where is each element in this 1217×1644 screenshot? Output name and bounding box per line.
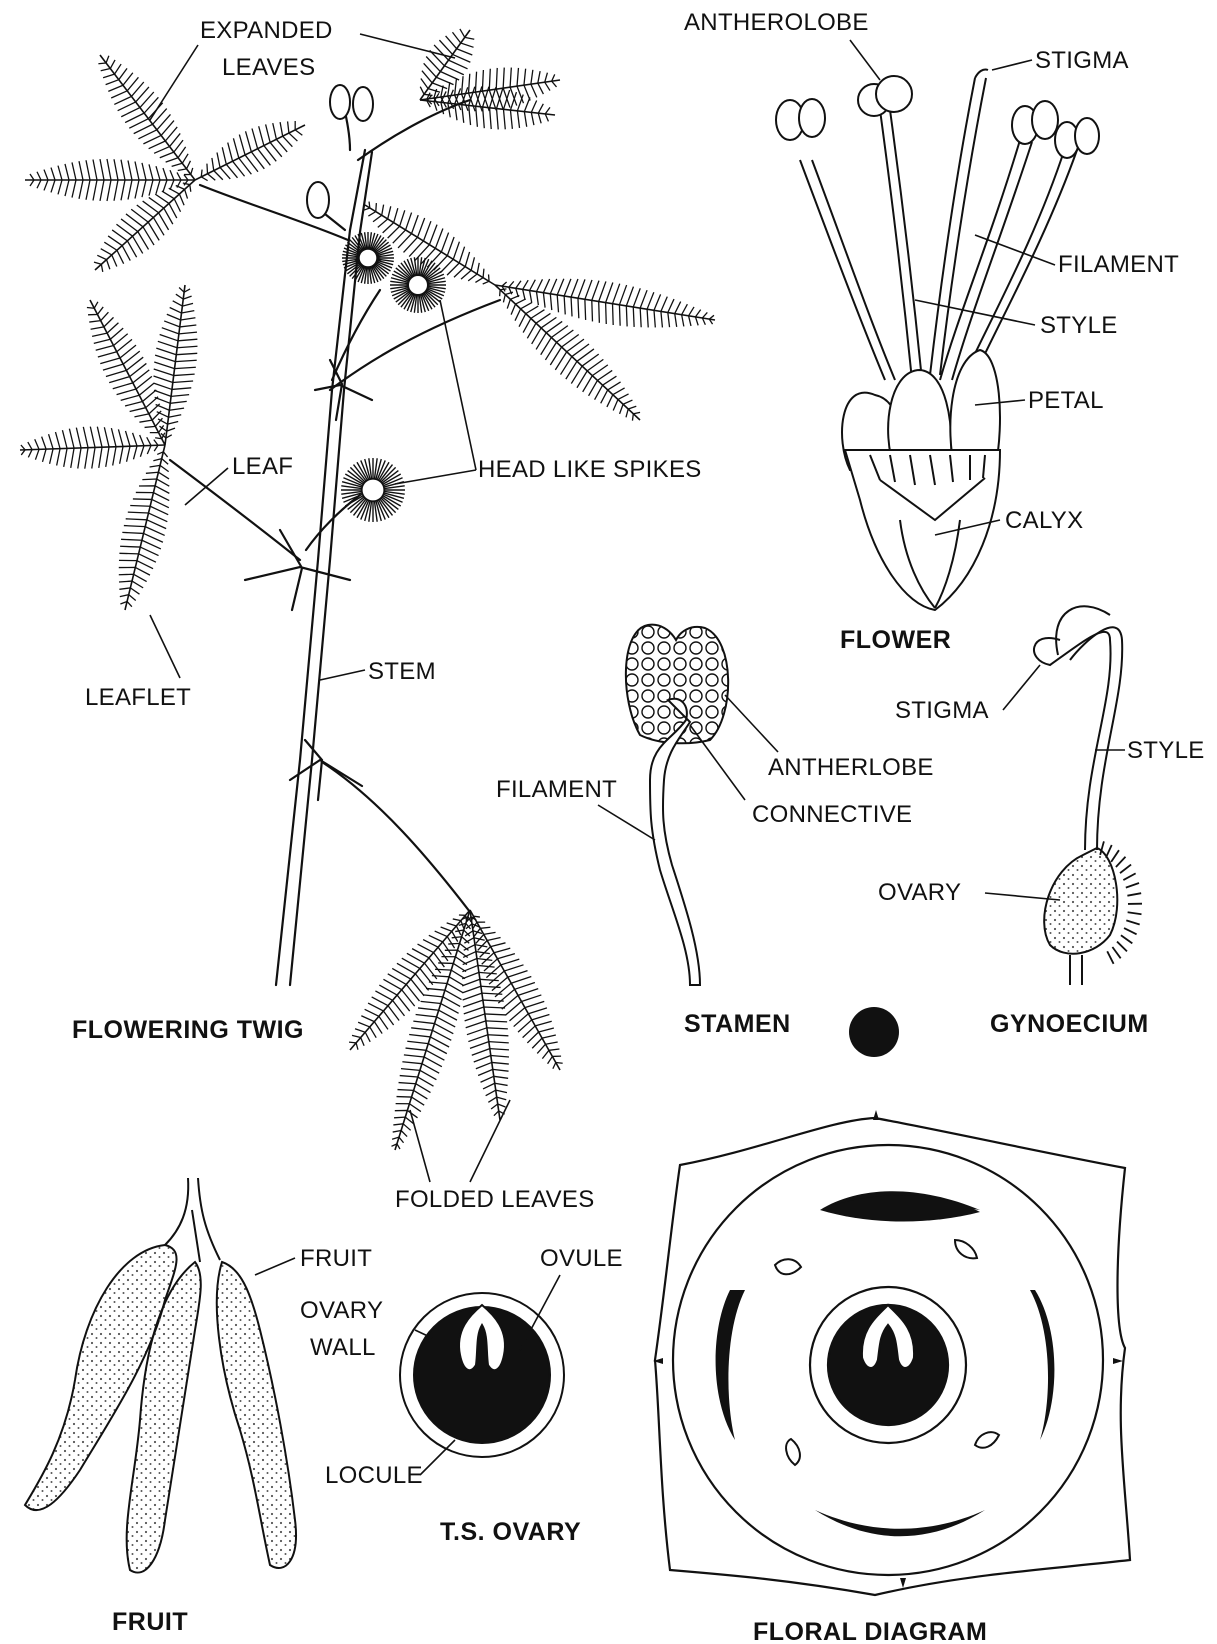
title-fruit: FRUIT: [112, 1608, 188, 1636]
separator-dot: [849, 1007, 899, 1057]
stem-spines: [245, 360, 372, 800]
label-flower-style: STYLE: [1040, 312, 1118, 339]
label-leaflet: LEAFLET: [85, 684, 191, 711]
ts-ovary: [400, 1293, 564, 1457]
label-head-like-spikes: HEAD LIKE SPIKES: [478, 456, 702, 483]
branch-lower: [322, 762, 470, 912]
label-locule: LOCULE: [325, 1462, 423, 1489]
floral-diagram: [653, 1110, 1130, 1595]
gynoecium: [1034, 606, 1142, 985]
label-stamen-antherlobe: ANTHERLOBE: [768, 754, 934, 781]
gynoecium-labels: STIGMA STYLE OVARY GYNOECIUM: [878, 697, 1205, 1038]
title-flowering-twig: FLOWERING TWIG: [72, 1016, 304, 1044]
twig-leader-lines: [150, 34, 510, 1182]
stamen: [626, 625, 728, 985]
label-connective: CONNECTIVE: [752, 801, 912, 828]
fruit: [25, 1178, 296, 1573]
label-stamen-filament: FILAMENT: [496, 776, 617, 803]
fruit-leader-line: [255, 1258, 295, 1275]
locule: [414, 1307, 550, 1443]
label-stem: STEM: [368, 658, 436, 685]
label-folded-leaves: FOLDED LEAVES: [395, 1186, 595, 1213]
label-petal: PETAL: [1028, 387, 1104, 414]
label-gyn-style: STYLE: [1127, 737, 1205, 764]
flowering-twig: [170, 100, 500, 985]
label-calyx: CALYX: [1005, 507, 1083, 534]
stamen-labels: ANTHERLOBE CONNECTIVE FILAMENT STAMEN: [496, 754, 934, 1038]
label-antherolobe: ANTHEROLOBE: [684, 9, 869, 36]
label-flower-stigma: STIGMA: [1035, 47, 1129, 74]
label-leaf: LEAF: [232, 453, 293, 480]
title-floral-diagram: FLORAL DIAGRAM: [753, 1618, 987, 1644]
label-fruit: FRUIT: [300, 1245, 372, 1272]
twig-labels: EXPANDED LEAVES LEAF HEAD LIKE SPIKES LE…: [72, 17, 702, 1213]
label-gyn-stigma: STIGMA: [895, 697, 989, 724]
flower-buds: [307, 85, 373, 218]
label-ovary: OVARY: [878, 879, 961, 906]
label-flower-filament: FILAMENT: [1058, 251, 1179, 278]
label-expanded-leaves-line2: LEAVES: [222, 54, 315, 81]
label-ovule: OVULE: [540, 1245, 623, 1272]
pinnate-leaves: [20, 29, 715, 1150]
title-stamen: STAMEN: [684, 1010, 791, 1038]
label-ovary-wall-line1: OVARY: [300, 1297, 383, 1324]
title-ts-ovary: T.S. OVARY: [440, 1518, 581, 1546]
label-ovary-wall-line2: WALL: [310, 1334, 376, 1361]
title-flower: FLOWER: [840, 626, 951, 654]
title-gynoecium: GYNOECIUM: [990, 1010, 1149, 1038]
label-expanded-leaves-line1: EXPANDED: [200, 17, 333, 44]
